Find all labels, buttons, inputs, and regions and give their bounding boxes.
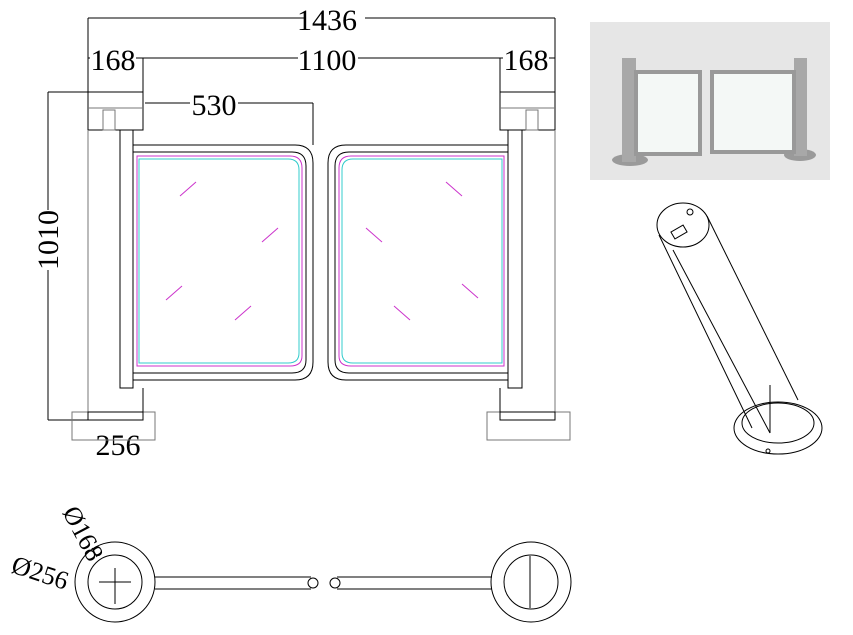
product-photo (590, 22, 830, 180)
plan-view (74, 541, 572, 623)
dim-post-diameter: Ø168 (57, 501, 110, 566)
glass-hatch-marks (365, 181, 479, 321)
left-post (71, 91, 156, 441)
dim-base-diameter: Ø256 (8, 550, 72, 595)
right-gate-leaf (327, 144, 508, 381)
dim-height: 1010 (32, 210, 65, 270)
dim-gate-leaf-width: 530 (192, 89, 237, 122)
right-post (486, 91, 571, 441)
dim-post-left: 168 (91, 44, 136, 77)
dim-base-width: 256 (96, 429, 141, 462)
dim-passage-width: 1100 (298, 44, 357, 77)
left-gate-leaf (133, 144, 314, 381)
dim-post-right: 168 (504, 44, 549, 77)
glass-hatch-marks (165, 181, 279, 321)
dim-overall-width: 1436 (297, 4, 357, 37)
isometric-post-view (656, 202, 823, 455)
